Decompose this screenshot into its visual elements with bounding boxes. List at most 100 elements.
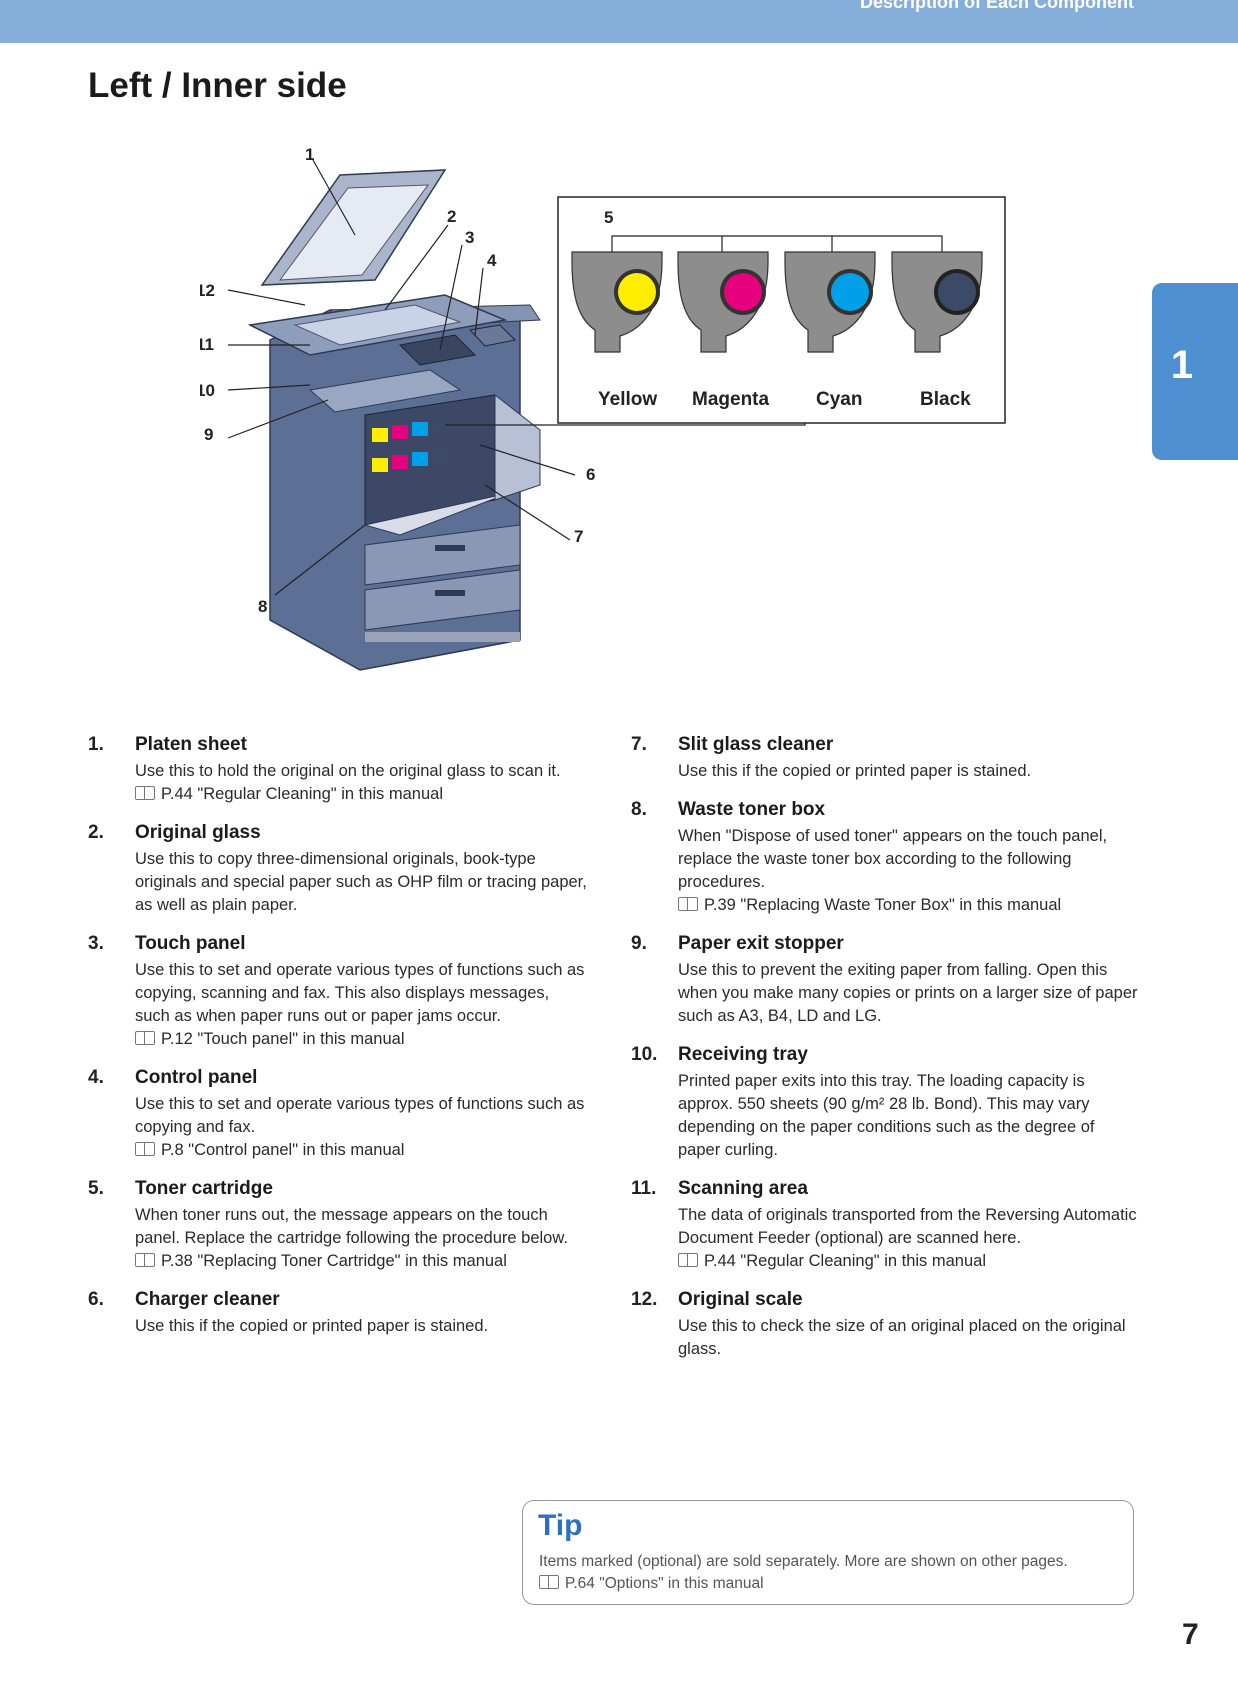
callout-5: 5 [604, 208, 613, 227]
item-description: Use this to hold the original on the ori… [135, 762, 561, 780]
tip-text: Items marked (optional) are sold separat… [539, 1551, 1068, 1595]
book-icon [539, 1575, 559, 1589]
callout-6: 6 [586, 465, 595, 484]
list-item: 1. Platen sheet Use this to hold the ori… [88, 734, 588, 806]
list-item: 7. Slit glass cleaner Use this if the co… [631, 734, 1141, 783]
item-number: 4. [88, 1067, 104, 1088]
item-description: Use this to set and operate various type… [135, 1095, 585, 1136]
item-number: 5. [88, 1178, 104, 1199]
toner-cartridge-cyan [784, 251, 876, 353]
item-title: Touch panel [135, 933, 246, 954]
list-item: 11. Scanning area The data of originals … [631, 1178, 1141, 1273]
book-icon [135, 1142, 155, 1156]
reference-link[interactable]: P.64 "Options" in this manual [565, 1575, 764, 1592]
item-title: Paper exit stopper [678, 933, 844, 954]
item-title: Waste toner box [678, 799, 826, 820]
item-description: Printed paper exits into this tray. The … [678, 1072, 1095, 1159]
callout-7: 7 [574, 527, 583, 546]
reference-link[interactable]: P.39 "Replacing Waste Toner Box" in this… [704, 896, 1062, 914]
book-icon [135, 1031, 155, 1045]
item-title: Slit glass cleaner [678, 734, 834, 755]
item-description: When "Dispose of used toner" appears on … [678, 827, 1108, 891]
tip-box: Tip Items marked (optional) are sold sep… [522, 1500, 1134, 1605]
reference-link[interactable]: P.12 "Touch panel" in this manual [161, 1030, 405, 1048]
item-title: Original scale [678, 1289, 803, 1310]
component-list-left: 1. Platen sheet Use this to hold the ori… [88, 734, 588, 1354]
item-description: Use this to check the size of an origina… [678, 1317, 1126, 1358]
item-title: Receiving tray [678, 1044, 808, 1065]
book-icon [135, 786, 155, 800]
book-icon [678, 1253, 698, 1267]
toner-cartridge-magenta [677, 251, 769, 353]
header-bar: Description of Each Component [0, 0, 1238, 43]
list-item: 5. Toner cartridge When toner runs out, … [88, 1178, 588, 1273]
component-list-right: 7. Slit glass cleaner Use this if the co… [631, 734, 1141, 1377]
item-number: 6. [88, 1289, 104, 1310]
list-item: 9. Paper exit stopper Use this to preven… [631, 933, 1141, 1028]
item-number: 10. [631, 1044, 658, 1065]
item-reference[interactable]: P.12 "Touch panel" in this manual [135, 1028, 588, 1051]
item-title: Scanning area [678, 1178, 808, 1199]
list-item: 3. Touch panel Use this to set and opera… [88, 933, 588, 1051]
list-item: 4. Control panel Use this to set and ope… [88, 1067, 588, 1162]
item-description: When toner runs out, the message appears… [135, 1206, 568, 1247]
item-title: Platen sheet [135, 734, 247, 755]
chapter-tab[interactable]: 1 [1152, 283, 1238, 460]
item-reference[interactable]: P.44 "Regular Cleaning" in this manual [135, 783, 588, 806]
item-description: The data of originals transported from t… [678, 1206, 1137, 1247]
tip-reference[interactable]: P.64 "Options" in this manual [539, 1573, 1068, 1595]
chapter-number: 1 [1170, 343, 1194, 387]
callout-8: 8 [258, 597, 267, 616]
machine-body [247, 169, 541, 671]
item-number: 8. [631, 799, 647, 820]
item-number: 11. [631, 1178, 657, 1199]
item-description: Use this to copy three-dimensional origi… [135, 850, 587, 914]
reference-link[interactable]: P.44 "Regular Cleaning" in this manual [704, 1252, 986, 1270]
callout-12: 12 [200, 281, 215, 300]
tip-body: Items marked (optional) are sold separat… [539, 1553, 1068, 1570]
list-item: 12. Original scale Use this to check the… [631, 1289, 1141, 1361]
item-number: 12. [631, 1289, 658, 1310]
toner-label-yellow: Yellow [598, 389, 657, 410]
toner-cartridge-black [891, 251, 983, 353]
item-description: Use this if the copied or printed paper … [678, 762, 1032, 780]
book-icon [135, 1253, 155, 1267]
item-title: Original glass [135, 822, 261, 843]
section-header: Description of Each Component [859, 0, 1134, 12]
item-reference[interactable]: P.39 "Replacing Waste Toner Box" in this… [678, 894, 1141, 917]
item-number: 7. [631, 734, 647, 755]
item-number: 2. [88, 822, 104, 843]
item-reference[interactable]: P.38 "Replacing Toner Cartridge" in this… [135, 1250, 588, 1273]
callout-11: 11 [200, 335, 214, 354]
book-icon [678, 897, 698, 911]
item-title: Control panel [135, 1067, 258, 1088]
mfp-illustration: 1 2 3 4 6 7 8 9 10 11 12 5 [196, 145, 1006, 671]
item-number: 1. [88, 734, 104, 755]
item-title: Toner cartridge [135, 1178, 273, 1199]
list-item: 10. Receiving tray Printed paper exits i… [631, 1044, 1141, 1162]
item-description: Use this to set and operate various type… [135, 961, 585, 1025]
item-reference[interactable]: P.8 "Control panel" in this manual [135, 1139, 588, 1162]
list-item: 2. Original glass Use this to copy three… [88, 822, 588, 917]
list-item: 6. Charger cleaner Use this if the copie… [88, 1289, 588, 1338]
callout-2: 2 [447, 207, 456, 226]
item-reference[interactable]: P.44 "Regular Cleaning" in this manual [678, 1250, 1141, 1273]
item-description: Use this to prevent the exiting paper fr… [678, 961, 1138, 1025]
toner-label-magenta: Magenta [692, 389, 770, 410]
reference-link[interactable]: P.8 "Control panel" in this manual [161, 1141, 405, 1159]
item-number: 9. [631, 933, 647, 954]
reference-link[interactable]: P.44 "Regular Cleaning" in this manual [161, 785, 443, 803]
reference-link[interactable]: P.38 "Replacing Toner Cartridge" in this… [161, 1252, 507, 1270]
callout-1: 1 [305, 145, 314, 164]
component-figure: 1 2 3 4 6 7 8 9 10 11 12 5 [196, 140, 1020, 680]
toner-cartridge-yellow [571, 251, 663, 353]
page-title: Left / Inner side [88, 66, 347, 105]
toner-inset: 5 Yellow [557, 196, 1006, 424]
item-description: Use this if the copied or printed paper … [135, 1317, 489, 1335]
callout-3: 3 [465, 228, 474, 247]
callout-4: 4 [487, 251, 497, 270]
callout-9: 9 [204, 425, 213, 444]
tip-title: Tip [538, 1509, 583, 1542]
callout-10: 10 [200, 381, 215, 400]
toner-label-black: Black [920, 389, 971, 410]
